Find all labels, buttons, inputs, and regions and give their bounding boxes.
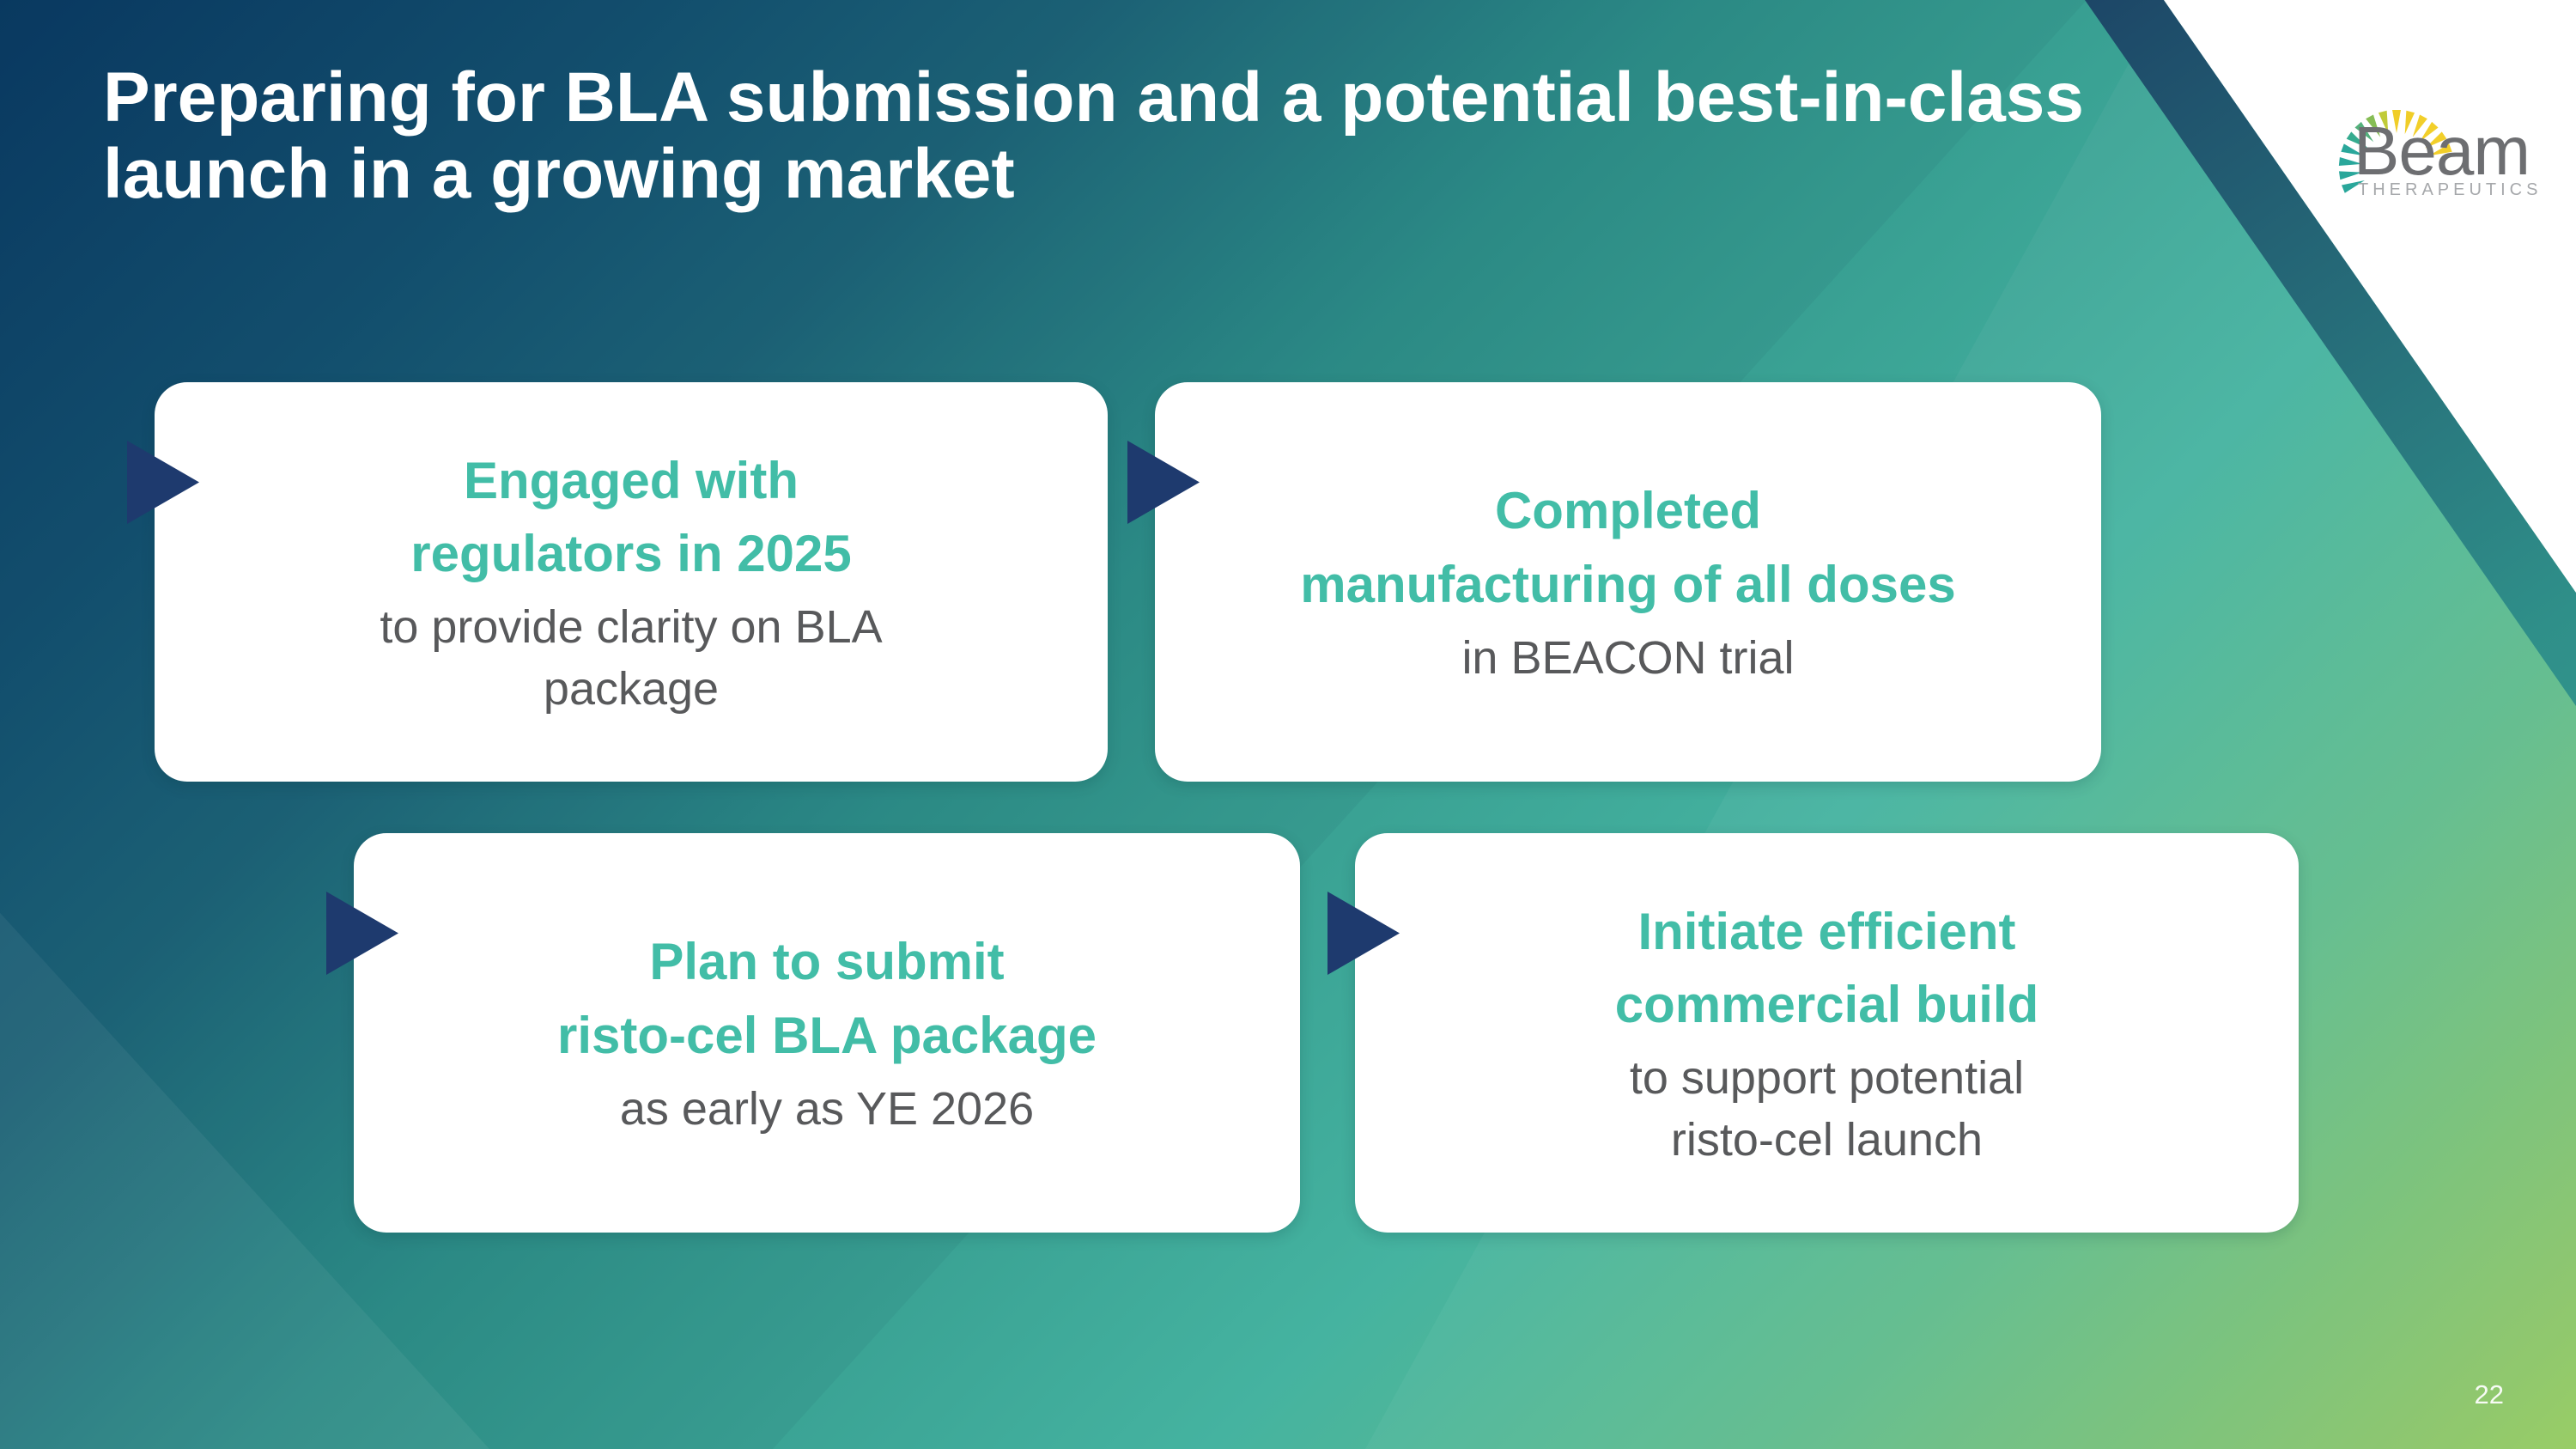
card-body-line: in BEACON trial [1461, 631, 1795, 684]
card-body-line: package [543, 662, 720, 715]
card-heading-line: Completed [1494, 482, 1761, 540]
card-heading-line: Plan to submit [649, 933, 1005, 991]
page-number: 22 [2474, 1379, 2504, 1409]
card-body: as early as YE 2026 [620, 1079, 1034, 1141]
slide-title-line-2: launch in a growing market [103, 134, 1015, 213]
card-body: to support potential risto-cel launch [1630, 1048, 2024, 1172]
card-heading-line: manufacturing of all doses [1300, 555, 1956, 613]
card-heading-line: regulators in 2025 [410, 524, 852, 582]
slide-title: Preparing for BLA submission and a poten… [103, 58, 2181, 213]
beam-logo-subtitle: THERAPEUTICS [2358, 180, 2543, 199]
card-heading: Engaged with regulators in 2025 [410, 444, 852, 590]
card-heading: Plan to submit risto-cel BLA package [557, 925, 1097, 1071]
card-initiate-commercial-build: Initiate efficient commercial build to s… [1355, 833, 2299, 1233]
card-body: to provide clarity on BLA package [380, 597, 882, 721]
card-body: in BEACON trial [1461, 628, 1794, 690]
card-body-line: risto-cel launch [1670, 1113, 1984, 1166]
card-engaged-regulators: Engaged with regulators in 2025 to provi… [155, 382, 1108, 782]
beam-logo: Beam THERAPEUTICS [2308, 84, 2576, 239]
card-body-line: as early as YE 2026 [619, 1082, 1035, 1135]
card-body-line: to provide clarity on BLA [380, 600, 883, 653]
card-heading-line: Initiate efficient [1637, 902, 2016, 960]
card-plan-to-submit-bla: Plan to submit risto-cel BLA package as … [354, 833, 1300, 1233]
card-heading-line: risto-cel BLA package [557, 1006, 1097, 1064]
beam-logo-wordmark: Beam [2354, 113, 2530, 189]
card-completed-manufacturing: Completed manufacturing of all doses in … [1155, 382, 2101, 782]
card-heading: Completed manufacturing of all doses [1300, 474, 1955, 620]
card-heading-line: Engaged with [463, 451, 799, 509]
beam-logo-rays-icon [2338, 110, 2452, 193]
card-body-line: to support potential [1629, 1051, 2025, 1104]
slide-title-line-1: Preparing for BLA submission and a poten… [103, 58, 2085, 137]
card-heading-line: commercial build [1614, 975, 2039, 1033]
card-heading: Initiate efficient commercial build [1615, 895, 2038, 1041]
